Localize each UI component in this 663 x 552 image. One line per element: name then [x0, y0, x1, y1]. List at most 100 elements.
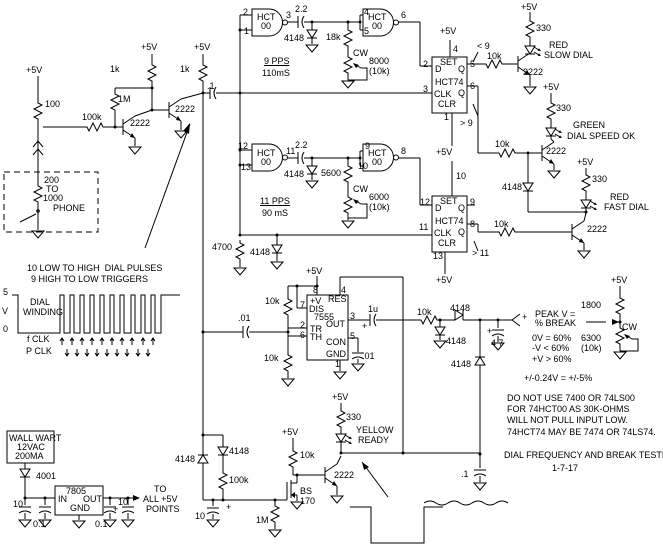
label-diode-4148: 4148	[284, 33, 305, 43]
label-ic-hct74: HCT74	[435, 77, 464, 87]
label-res-1800: 1800	[581, 300, 602, 310]
label-ff2-d: D	[435, 203, 442, 213]
label-ic-hct00: HCT	[257, 148, 276, 158]
label-polarity: +	[487, 326, 493, 336]
label-pin-number: 6	[300, 330, 306, 340]
label-supply-5v: +5V	[611, 275, 628, 285]
label-supply-5v: +5V	[577, 157, 594, 167]
label-res-330: 330	[592, 174, 608, 184]
label-res-200: 200	[44, 175, 60, 185]
label-cap-2p2: 2.2	[295, 4, 308, 14]
break-pulse-sketch	[350, 506, 443, 544]
wires-power-supply	[24, 463, 140, 520]
label-res-1k: 1k	[180, 64, 190, 74]
label-mosfet-bs170: BS	[300, 486, 313, 496]
label-rate-label: 9 PPS	[264, 56, 290, 66]
label-ic-7555: 7555	[314, 312, 335, 322]
label-ic-7555-pin: RES	[328, 294, 347, 304]
label-transistor-2222: 2222	[546, 146, 567, 156]
label-annotation: > 11	[472, 248, 490, 258]
label-pin-number: 6	[401, 10, 407, 20]
label-usage-note: WILL NOT PULL INPUT LOW.	[507, 415, 629, 425]
label-res-1k: 1k	[110, 64, 120, 74]
label-pin-number: 8	[313, 285, 319, 295]
label-ff2-clk: CLK	[434, 228, 452, 238]
label-ff2-clr: CLR	[438, 238, 457, 248]
label-ic-7555-pin: GND	[326, 349, 346, 359]
label-pot-cw: CW	[622, 322, 637, 332]
label-pot-10k: (10k)	[369, 66, 390, 76]
label-ic-hct00: 00	[261, 157, 272, 167]
label-pin-number: 3	[423, 84, 429, 94]
label-usage-note: FOR 74HCT00 AS 30K-OHMS	[507, 404, 630, 414]
label-led-red-slow: RED	[549, 40, 569, 50]
label-supply-5v: +5V	[521, 2, 538, 12]
label-ff2-q: Q	[458, 203, 466, 213]
label-wave-axis: 5	[3, 287, 9, 297]
label-ff2-qbar: Q	[458, 227, 466, 237]
label-annotation: > 9	[460, 118, 473, 128]
label-cap-1u: 1u	[368, 304, 379, 314]
label-res-10k: 10k	[494, 219, 509, 229]
annotation-graphics	[12, 123, 509, 544]
label-res-1m: 1M	[256, 515, 269, 525]
label-pin-number: 4	[453, 44, 459, 54]
label-cap-10: 10	[195, 511, 206, 521]
label-diode-4148: 4148	[175, 454, 196, 464]
label-wave-label: DIAL	[30, 297, 51, 307]
label-res-10k: 10k	[487, 51, 502, 61]
label-wave-axis: V	[2, 306, 9, 316]
label-psu-out: ALL +5V	[143, 494, 178, 504]
label-rate-label: 110mS	[262, 68, 290, 78]
label-peak-note: % BREAK	[535, 318, 577, 328]
label-pin-number: 2	[300, 320, 306, 330]
label-cap-0p1: 0.1	[33, 519, 46, 529]
label-res-to: TO	[46, 184, 59, 194]
label-res-4700: 4700	[212, 242, 233, 252]
label-res-10k: 10k	[417, 307, 432, 317]
wires-ff-led-section	[444, 12, 587, 274]
label-ff1-qbar: Q	[458, 88, 466, 98]
label-cap-p1: .1	[207, 81, 215, 91]
label-cap-2p2: 2.2	[295, 140, 308, 150]
label-ic-hct00: 00	[372, 21, 383, 31]
label-pin-number: 13	[433, 251, 444, 261]
label-psu-box: 200MA	[15, 451, 44, 461]
label-supply-5v: +5V	[440, 26, 457, 36]
ic-hct74-box	[431, 56, 468, 114]
label-pot-cw: CW	[353, 48, 368, 58]
label-pin-number: 1	[335, 359, 341, 369]
label-diode-4148: 4148	[284, 169, 305, 179]
label-cap-p01: .01	[362, 351, 375, 361]
label-rate-label: 90 mS	[262, 208, 289, 218]
label-psu-box: WALL WART	[9, 433, 62, 443]
label-pin-number: 11	[419, 222, 429, 232]
label-res-330: 330	[536, 23, 552, 33]
label-psu-out: TO	[154, 484, 167, 494]
label-diode-4148: 4148	[502, 182, 523, 192]
label-pin-number: 3	[350, 311, 356, 321]
label-ff1-d: D	[435, 64, 442, 74]
wires-input-section	[19, 14, 432, 435]
label-annotation: < 9	[477, 41, 490, 51]
label-led-green: DIAL SPEED OK	[567, 131, 636, 141]
label-ff2-set: SET	[440, 196, 458, 206]
wires-oscillator-rows	[288, 14, 432, 220]
label-cap-10: 10	[13, 499, 24, 509]
label-peak-note: -V < 60%	[532, 343, 570, 353]
label-peak-note: 0V = 60%	[532, 333, 572, 343]
label-ic-hct00: HCT	[368, 12, 387, 22]
label-cap-p1: .1	[461, 469, 469, 479]
label-pin-number: 5	[350, 331, 356, 341]
label-res-5600: 5600	[321, 168, 342, 178]
label-pin-number: 8	[401, 146, 407, 156]
label-ic-7805-pin: IN	[58, 494, 67, 504]
label-ic-7555-pin: TR	[310, 324, 322, 334]
label-peak-note: +/-0.24V = +/-5%	[524, 373, 593, 383]
label-supply-5v: +5V	[436, 275, 453, 285]
label-supply-5v: +5V	[543, 82, 560, 92]
label-ff1-q: Q	[458, 64, 466, 74]
